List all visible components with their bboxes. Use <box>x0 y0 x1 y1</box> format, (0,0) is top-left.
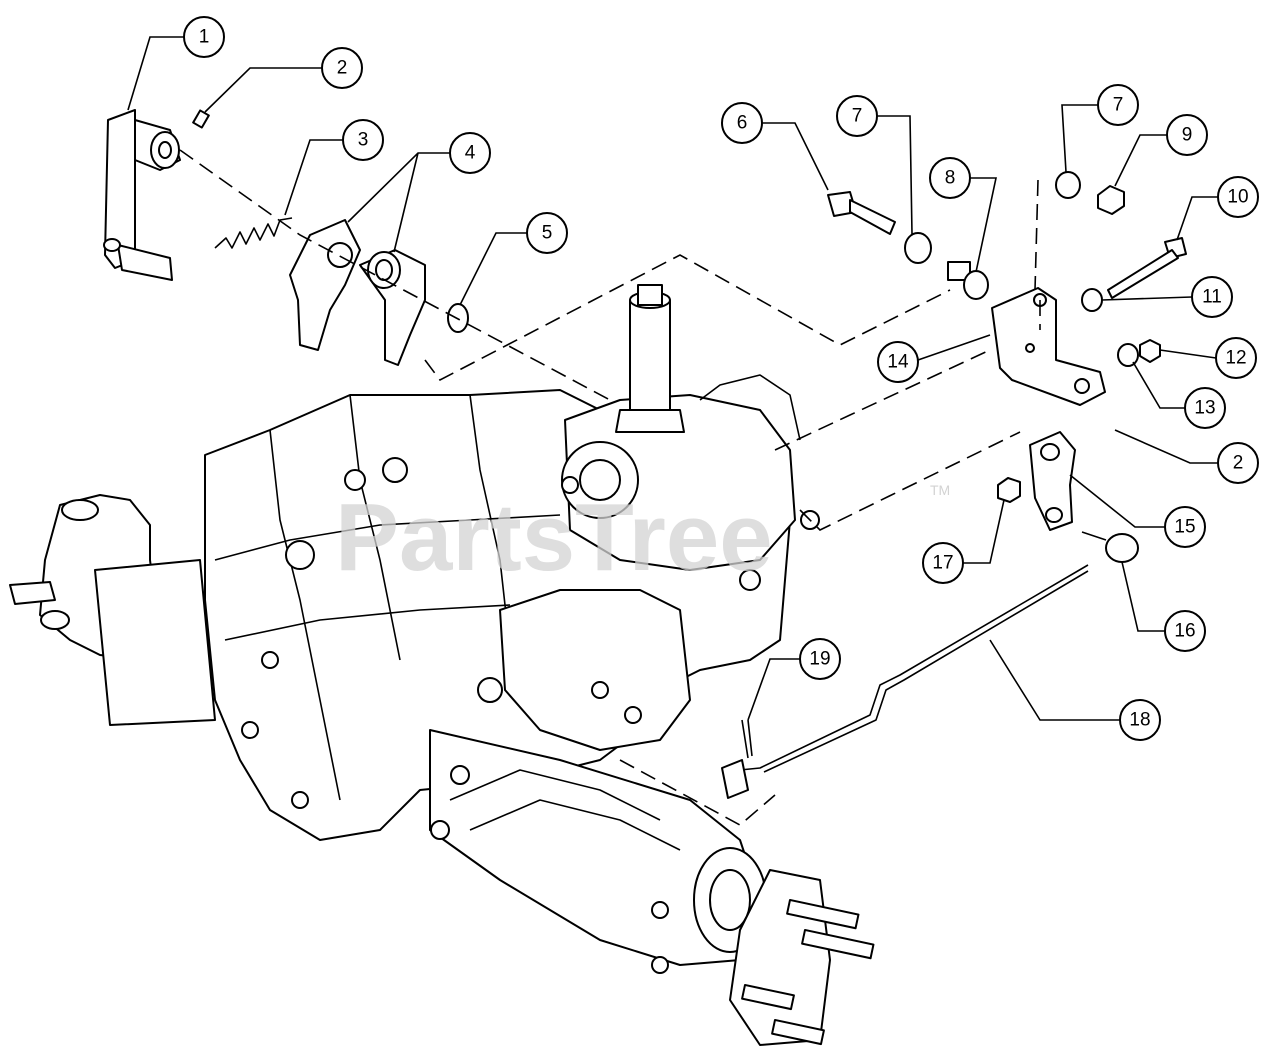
part-nut-12 <box>1139 339 1161 363</box>
callout-13: 13 <box>1184 387 1226 429</box>
part-pin-16 <box>1081 531 1139 563</box>
part-lever-15 <box>1029 431 1076 531</box>
callouts: 1 2 3 4 5 6 7 7 8 9 10 11 12 13 14 2 15 … <box>183 16 1259 741</box>
callout-label: 14 <box>887 352 909 373</box>
part-rod-end <box>721 759 749 799</box>
callout-label: 7 <box>1113 95 1124 116</box>
callout-label: 16 <box>1174 621 1195 642</box>
callout-1: 1 <box>183 16 225 58</box>
callout-label: 7 <box>852 106 863 127</box>
part-nut-9 <box>1097 185 1125 215</box>
callout-label: 5 <box>542 223 553 244</box>
callout-label: 17 <box>932 553 953 574</box>
transaxle-housing <box>9 284 875 1046</box>
callout-label: 10 <box>1227 187 1248 208</box>
callout-label: 11 <box>1202 287 1222 308</box>
watermark-tm: TM <box>930 482 950 498</box>
callout-label: 6 <box>737 113 748 134</box>
callout-label: 1 <box>199 27 210 48</box>
part-set-screw <box>192 109 210 129</box>
callout-label: 4 <box>465 143 476 164</box>
part-washer-11 <box>1081 288 1103 312</box>
callout-label: 12 <box>1225 348 1246 369</box>
callout-7a: 7 <box>836 95 878 137</box>
callout-label: 2 <box>337 58 348 79</box>
part-control-arm <box>103 109 181 281</box>
leader-lines <box>127 36 1218 721</box>
callout-3: 3 <box>342 119 384 161</box>
part-bolt-10 <box>1107 237 1187 299</box>
part-spring <box>214 217 293 249</box>
callout-15: 15 <box>1164 506 1206 548</box>
callout-label: 9 <box>1182 125 1193 146</box>
callout-19: 19 <box>799 638 841 680</box>
part-bolt-6 <box>827 191 896 235</box>
part-washer-13 <box>1117 343 1139 367</box>
callout-label: 15 <box>1174 517 1195 538</box>
callout-2: 2 <box>321 47 363 89</box>
callout-18: 18 <box>1119 699 1161 741</box>
callout-label: 3 <box>358 130 369 151</box>
callout-12: 12 <box>1215 337 1257 379</box>
part-spacer-8 <box>947 261 989 300</box>
part-cotter-19 <box>741 719 753 759</box>
callout-8: 8 <box>929 157 971 199</box>
callout-16: 16 <box>1164 610 1206 652</box>
watermark-text: PartsTree <box>335 484 773 591</box>
callout-label: 2 <box>1233 453 1244 474</box>
watermark: PartsTree TM <box>335 482 950 591</box>
callout-17: 17 <box>922 542 964 584</box>
callout-6: 6 <box>721 102 763 144</box>
part-brackets <box>289 219 426 366</box>
callout-4: 4 <box>449 132 491 174</box>
callout-label: 8 <box>945 168 956 189</box>
callout-2b: 2 <box>1217 442 1259 484</box>
assembly-lines <box>179 149 1041 826</box>
callout-label: 18 <box>1129 710 1150 731</box>
callout-label: 13 <box>1194 398 1215 419</box>
callout-14: 14 <box>877 341 919 383</box>
callout-7b: 7 <box>1097 84 1139 126</box>
callout-10: 10 <box>1217 176 1259 218</box>
part-nut-17 <box>997 477 1021 503</box>
callout-9: 9 <box>1166 114 1208 156</box>
part-clip <box>447 303 469 333</box>
part-washer-7a <box>904 232 932 264</box>
callout-5: 5 <box>526 212 568 254</box>
part-washer-7b <box>1055 171 1081 199</box>
callout-11: 11 <box>1191 276 1233 318</box>
part-rod-18 <box>739 564 1089 790</box>
part-bracket-14 <box>991 287 1106 406</box>
callout-label: 19 <box>809 649 830 670</box>
